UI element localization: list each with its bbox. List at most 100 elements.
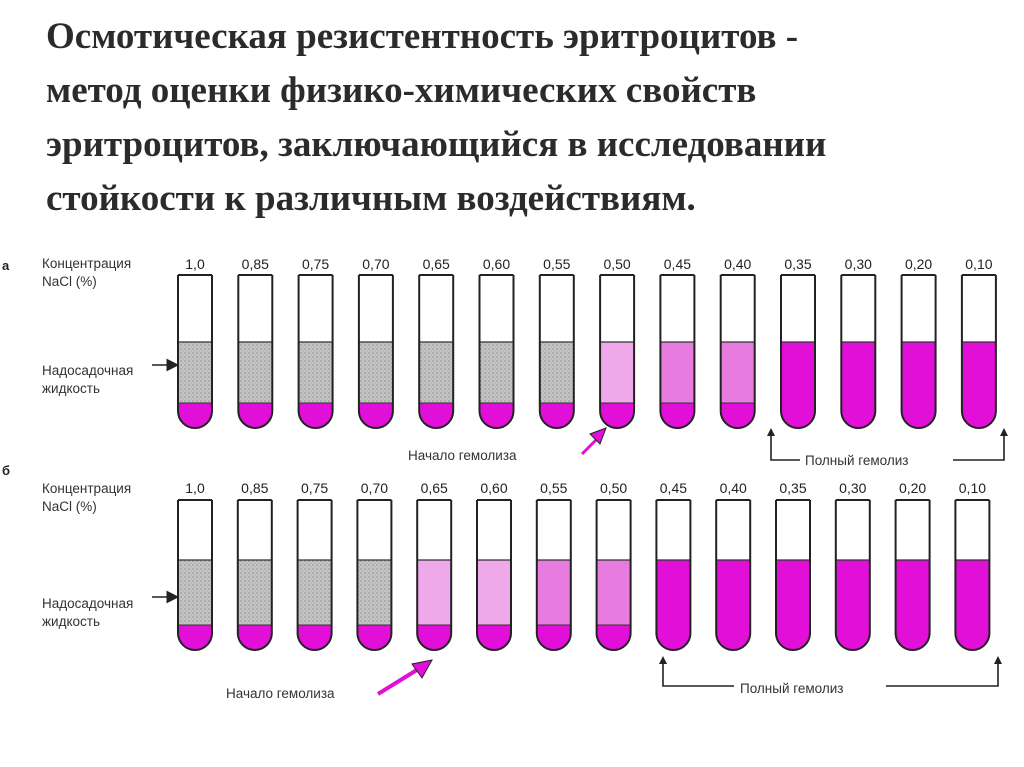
tube-outline xyxy=(357,274,394,429)
test-tube xyxy=(177,274,213,429)
tube-outline xyxy=(900,274,937,429)
panel-b-tubes xyxy=(177,499,991,651)
tube-outline xyxy=(595,499,632,651)
tube-outline xyxy=(894,499,931,651)
erythrocyte-sediment xyxy=(720,403,755,428)
panel-a-letter: а xyxy=(2,258,10,273)
panel-a-concentration-label: Концентрация NaCl (%) xyxy=(42,255,131,291)
concentration-value: 0,30 xyxy=(839,480,867,496)
tube-outline xyxy=(775,499,811,651)
tube-outline xyxy=(960,274,997,429)
concentration-value: 1,0 xyxy=(185,256,205,272)
test-tube xyxy=(775,499,811,651)
erythrocyte-sediment xyxy=(178,625,212,650)
supernatant-fluid xyxy=(781,342,815,428)
supernatant-fluid xyxy=(901,342,936,428)
tube-outline xyxy=(599,274,636,429)
test-tube xyxy=(834,499,871,651)
test-tube xyxy=(356,499,393,651)
test-tube xyxy=(655,499,692,651)
concentration-value: 0,45 xyxy=(663,256,692,272)
concentration-value: 0,40 xyxy=(724,256,752,272)
panel-a-supernatant-label: Надосадочная жидкость xyxy=(42,362,133,398)
supernatant-fluid xyxy=(895,560,930,650)
tube-outline xyxy=(237,274,274,429)
concentration-value: 0,55 xyxy=(540,480,568,496)
test-tube xyxy=(237,274,274,429)
erythrocyte-sediment xyxy=(358,403,393,428)
erythrocyte-sediment xyxy=(600,403,635,428)
erythrocyte-sediment xyxy=(660,403,695,428)
tube-outline xyxy=(719,274,756,429)
test-tube xyxy=(418,274,455,429)
supernatant-fluid xyxy=(656,560,691,650)
supernatant-fluid xyxy=(835,560,870,650)
erythrocyte-sediment xyxy=(298,403,333,428)
test-tube xyxy=(297,274,334,429)
erythrocyte-sediment xyxy=(357,625,392,650)
tube-outline xyxy=(418,274,455,429)
panel-b-supernatant-label: Надосадочная жидкость xyxy=(42,595,133,631)
concentration-value: 0,75 xyxy=(300,480,329,496)
erythrocyte-sediment xyxy=(417,625,452,650)
tube-outline xyxy=(177,499,213,651)
panel-b-letter: б xyxy=(2,463,11,478)
test-tube xyxy=(954,499,991,651)
title-line: стойкости к различным воздействиям. xyxy=(46,178,696,219)
title-line: метод оценки физико-химических свойств xyxy=(46,70,757,111)
test-tube xyxy=(960,274,997,429)
concentration-label-line: NaCl (%) xyxy=(42,499,97,514)
test-tube xyxy=(357,274,394,429)
concentration-value: 0,75 xyxy=(301,256,330,272)
test-tube xyxy=(296,499,333,651)
concentration-value: 0,85 xyxy=(241,256,269,272)
panel-a-full-hemolysis-label: Полный гемолиз xyxy=(805,453,909,468)
panel-a-tubes xyxy=(177,274,997,429)
panel-b-concentration-label: Концентрация NaCl (%) xyxy=(42,480,131,516)
concentration-label-line: NaCl (%) xyxy=(42,274,97,289)
panel-b-hemolysis-start-label: Начало гемолиза xyxy=(226,686,335,701)
test-tube xyxy=(538,274,575,429)
tube-outline xyxy=(535,499,572,651)
test-tube xyxy=(478,274,515,429)
tube-outline xyxy=(236,499,273,651)
concentration-value: 1,0 xyxy=(185,480,205,496)
test-tube xyxy=(715,499,752,651)
tube-outline xyxy=(296,499,333,651)
supernatant-fluid xyxy=(841,342,876,428)
test-tube xyxy=(599,274,636,429)
concentration-label-line: Концентрация xyxy=(42,256,132,271)
supernatant-label-line: жидкость xyxy=(42,614,100,629)
supernatant-label-line: Надосадочная xyxy=(42,596,134,611)
tube-outline xyxy=(538,274,575,429)
concentration-value: 0,45 xyxy=(659,480,688,496)
test-tube xyxy=(894,499,931,651)
panel-b-full-hemolysis-label: Полный гемолиз xyxy=(740,681,844,696)
concentration-value: 0,65 xyxy=(420,480,448,496)
tube-outline xyxy=(840,274,877,429)
erythrocyte-sediment xyxy=(596,625,631,650)
erythrocyte-sediment xyxy=(297,625,332,650)
test-tube xyxy=(840,274,877,429)
supernatant-fluid xyxy=(961,342,996,428)
tube-outline xyxy=(834,499,871,651)
hemolysis-start-arrow-icon xyxy=(580,427,607,456)
concentration-value: 0,85 xyxy=(241,480,269,496)
erythrocyte-sediment xyxy=(536,625,571,650)
test-tube xyxy=(900,274,937,429)
slide-title: Осмотическая резистентность эритроцитов … xyxy=(46,10,996,226)
tube-outline xyxy=(177,274,213,429)
test-tube xyxy=(780,274,816,429)
concentration-value: 0,20 xyxy=(898,480,927,496)
tube-outline xyxy=(478,274,515,429)
concentration-value: 0,50 xyxy=(599,480,628,496)
concentration-value: 0,55 xyxy=(543,256,571,272)
tube-outline xyxy=(780,274,816,429)
concentration-value: 0,40 xyxy=(719,480,747,496)
title-line: Осмотическая резистентность эритроцитов … xyxy=(46,16,799,57)
concentration-value: 0,60 xyxy=(480,480,508,496)
concentration-value: 0,50 xyxy=(603,256,631,272)
erythrocyte-sediment xyxy=(419,403,454,428)
tube-outline xyxy=(416,499,453,651)
